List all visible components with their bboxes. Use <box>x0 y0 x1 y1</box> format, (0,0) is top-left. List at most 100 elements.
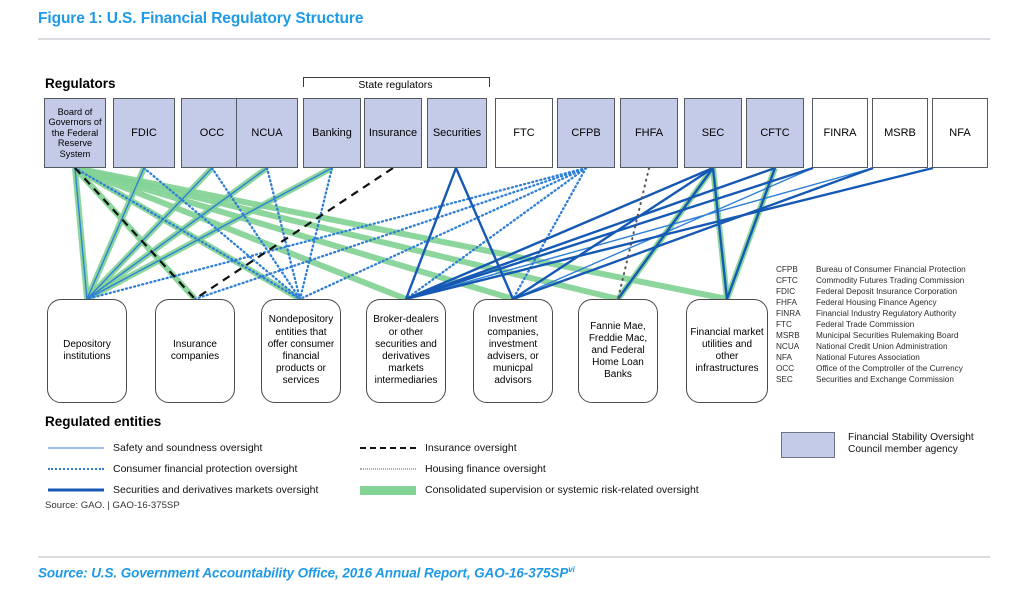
regulator-box-label: MSRB <box>884 126 916 139</box>
footnote-marker: vi <box>568 565 575 574</box>
legend-label-consolidated: Consolidated supervision or systemic ris… <box>425 484 699 496</box>
regulator-box-label: Insurance <box>368 126 418 139</box>
legend-label-safety: Safety and soundness oversight <box>113 442 263 454</box>
report-source-text: Source: U.S. Government Accountability O… <box>38 565 569 581</box>
regulator-box-sec[interactable]: SEC <box>684 98 742 168</box>
regulator-box-ftc[interactable]: FTC <box>495 98 553 168</box>
abbreviation-value: Bureau of Consumer Financial Protection <box>816 265 966 274</box>
regulator-box-cftc[interactable]: CFTC <box>746 98 804 168</box>
abbreviation-row: NFA National Futures Association <box>776 352 966 363</box>
report-source-note: Source: U.S. Government Accountability O… <box>38 565 575 581</box>
legend-label-housing: Housing finance oversight <box>425 463 546 475</box>
legend-swatch-securities <box>48 484 104 496</box>
regulated-entity-box-0[interactable]: Depository institutions <box>47 299 127 403</box>
regulated-entity-label: Fannie Mae, Freddie Mac, and Federal Hom… <box>588 320 648 381</box>
fsoc-color-swatch <box>781 432 835 458</box>
regulator-box-label: OCC <box>199 126 225 139</box>
abbreviation-value: Commodity Futures Trading Commission <box>816 276 965 286</box>
legend-swatch-consolidated <box>360 484 416 496</box>
regulator-box-fhfa[interactable]: FHFA <box>620 98 678 168</box>
regulator-box-msrb[interactable]: MSRB <box>872 98 928 168</box>
regulator-box-label: Securities <box>432 126 482 139</box>
regulated-entities-heading: Regulated entities <box>45 414 162 429</box>
abbreviation-key: NFA <box>776 353 792 363</box>
regulated-entity-box-5[interactable]: Fannie Mae, Freddie Mac, and Federal Hom… <box>578 299 658 403</box>
regulator-box-insurance[interactable]: Insurance <box>364 98 422 168</box>
regulator-box-finra[interactable]: FINRA <box>812 98 868 168</box>
legend-item-consumer: Consumer financial protection oversight <box>48 463 297 475</box>
regulator-box-board-of-governors-of-the-federal-reserve-system[interactable]: Board of Governors of the Federal Reserv… <box>44 98 106 168</box>
regulator-box-label: FHFA <box>634 126 664 139</box>
legend-swatch-housing <box>360 463 416 475</box>
abbreviation-key: FTC <box>776 320 792 330</box>
regulated-entity-label: Financial market utilities and other inf… <box>690 326 764 375</box>
regulator-box-label: Board of Governors of the Federal Reserv… <box>48 106 102 159</box>
abbreviation-value: Securities and Exchange Commission <box>816 375 954 385</box>
abbreviation-row: NCUA National Credit Union Administration <box>776 341 966 352</box>
regulator-box-label: SEC <box>701 126 725 139</box>
legend-item-consolidated: Consolidated supervision or systemic ris… <box>360 484 699 496</box>
fsoc-key-label-line2: Council member agency <box>848 444 958 456</box>
legend-item-insurance: Insurance oversight <box>360 442 517 454</box>
regulator-box-label: NFA <box>949 126 971 139</box>
page-title: Figure 1: U.S. Financial Regulatory Stru… <box>38 10 364 27</box>
abbreviation-key: NCUA <box>776 342 800 352</box>
regulator-box-label: CFPB <box>571 126 601 139</box>
abbreviation-key: SEC <box>776 375 793 385</box>
fsoc-key-label-line1: Financial Stability Oversight <box>848 432 974 443</box>
regulator-box-banking[interactable]: Banking <box>303 98 361 168</box>
title-divider <box>38 38 990 40</box>
abbreviation-row: FTC Federal Trade Commission <box>776 319 966 330</box>
regulated-entity-box-4[interactable]: Investment companies, investment adviser… <box>473 299 553 403</box>
abbreviation-value: Municipal Securities Rulemaking Board <box>816 331 959 341</box>
bottom-divider <box>38 556 990 558</box>
regulator-box-securities[interactable]: Securities <box>427 98 487 168</box>
regulator-box-occ[interactable]: OCC <box>181 98 243 168</box>
regulated-entity-label: Insurance companies <box>170 338 220 362</box>
regulator-box-nfa[interactable]: NFA <box>932 98 988 168</box>
regulated-entity-box-6[interactable]: Financial market utilities and other inf… <box>686 299 768 403</box>
regulated-entity-box-3[interactable]: Broker-dealers or other securities and d… <box>366 299 446 403</box>
abbreviation-value: Financial Industry Regulatory Authority <box>816 309 957 319</box>
abbreviation-key: CFPB <box>776 265 798 274</box>
state-regulators-bracket <box>303 77 490 87</box>
regulator-box-label: NCUA <box>251 126 283 139</box>
abbreviation-key: CFTC <box>776 276 798 286</box>
abbreviation-value: Federal Trade Commission <box>816 320 915 330</box>
legend-swatch-safety <box>48 442 104 454</box>
legend-label-insurance: Insurance oversight <box>425 442 517 454</box>
regulator-box-cfpb[interactable]: CFPB <box>557 98 615 168</box>
abbreviation-row: CFTC Commodity Futures Trading Commission <box>776 275 966 286</box>
regulator-box-label: Banking <box>312 126 352 139</box>
regulated-entity-label: Investment companies, investment adviser… <box>487 314 539 387</box>
abbreviation-value: National Credit Union Administration <box>816 342 948 352</box>
abbreviation-row: SEC Securities and Exchange Commission <box>776 374 966 385</box>
regulated-entity-label: Nondepository entities that offer consum… <box>267 314 335 387</box>
regulator-box-label: FTC <box>513 126 535 139</box>
regulated-entity-box-2[interactable]: Nondepository entities that offer consum… <box>261 299 341 403</box>
regulated-entity-label: Broker-dealers or other securities and d… <box>373 314 439 387</box>
regulator-box-fdic[interactable]: FDIC <box>113 98 175 168</box>
abbreviation-value: Federal Housing Finance Agency <box>816 298 937 308</box>
fsoc-key-label: Financial Stability Oversight Council me… <box>848 432 974 457</box>
legend-swatch-consumer <box>48 463 104 475</box>
regulator-box-label: FINRA <box>823 126 857 139</box>
legend-swatch-insurance <box>360 442 416 454</box>
regulated-entity-box-1[interactable]: Insurance companies <box>155 299 235 403</box>
abbreviation-value: National Futures Association <box>816 353 920 363</box>
legend-label-consumer: Consumer financial protection oversight <box>113 463 298 475</box>
regulator-box-ncua[interactable]: NCUA <box>236 98 298 168</box>
legend-item-securities: Securities and derivatives markets overs… <box>48 484 318 496</box>
abbreviation-key: FDIC <box>776 287 796 297</box>
regulator-box-label: CFTC <box>760 126 790 139</box>
abbreviation-value: Office of the Comptroller of the Currenc… <box>816 364 963 374</box>
state-regulators-bracket-label: State regulators <box>358 79 433 91</box>
legend-item-housing: Housing finance oversight <box>360 463 546 475</box>
